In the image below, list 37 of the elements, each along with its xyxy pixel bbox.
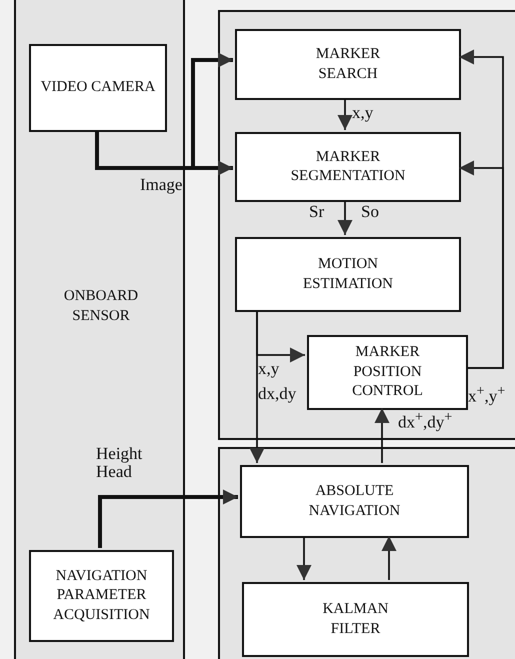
box-label: MOTION ESTIMATION bbox=[302, 255, 394, 294]
process-box bbox=[307, 335, 468, 410]
arrow bbox=[250, 310, 264, 463]
signal-label: So bbox=[361, 203, 379, 221]
box-label: VIDEO CAMERA bbox=[40, 78, 156, 98]
panel-title: ONBOARD SENSOR bbox=[62, 287, 140, 326]
panel-background bbox=[218, 447, 515, 659]
process-box bbox=[240, 465, 469, 538]
process-box bbox=[29, 44, 167, 132]
signal-label: Sr bbox=[309, 203, 324, 221]
panel-background bbox=[14, 0, 185, 659]
arrow bbox=[338, 200, 352, 235]
process-box bbox=[29, 550, 174, 642]
edge-label: x$^{+}$,y$^{+}$ bbox=[468, 384, 506, 406]
box-label: ABSOLUTE NAVIGATION bbox=[308, 482, 402, 520]
process-box bbox=[242, 582, 469, 657]
edge-label: Image bbox=[140, 176, 182, 194]
edge-label: Height Head bbox=[96, 445, 144, 481]
process-box bbox=[235, 132, 461, 202]
edge-label: x,y bbox=[258, 360, 280, 378]
box-label: MARKER SEARCH bbox=[314, 45, 382, 84]
edge-label: x,y bbox=[352, 104, 374, 122]
arrow bbox=[98, 490, 238, 548]
arrow bbox=[382, 536, 396, 580]
edge-label: dx,dy bbox=[258, 385, 296, 403]
edge-label: dx$^{+}$,dy$^{+}$ bbox=[398, 410, 452, 432]
process-box bbox=[235, 29, 461, 100]
box-label: MARKER POSITION CONTROL bbox=[351, 343, 424, 402]
box-label: MARKER SEGMENTATION bbox=[290, 148, 406, 186]
box-label: KALMAN FILTER bbox=[322, 600, 390, 638]
process-box bbox=[235, 237, 461, 312]
arrow bbox=[296, 536, 312, 580]
panel-background bbox=[218, 10, 515, 440]
arrow bbox=[338, 98, 352, 130]
box-label: NAVIGATION PARAMETER ACQUISITION bbox=[52, 566, 151, 625]
arrow bbox=[374, 408, 390, 463]
arrow bbox=[459, 160, 504, 369]
